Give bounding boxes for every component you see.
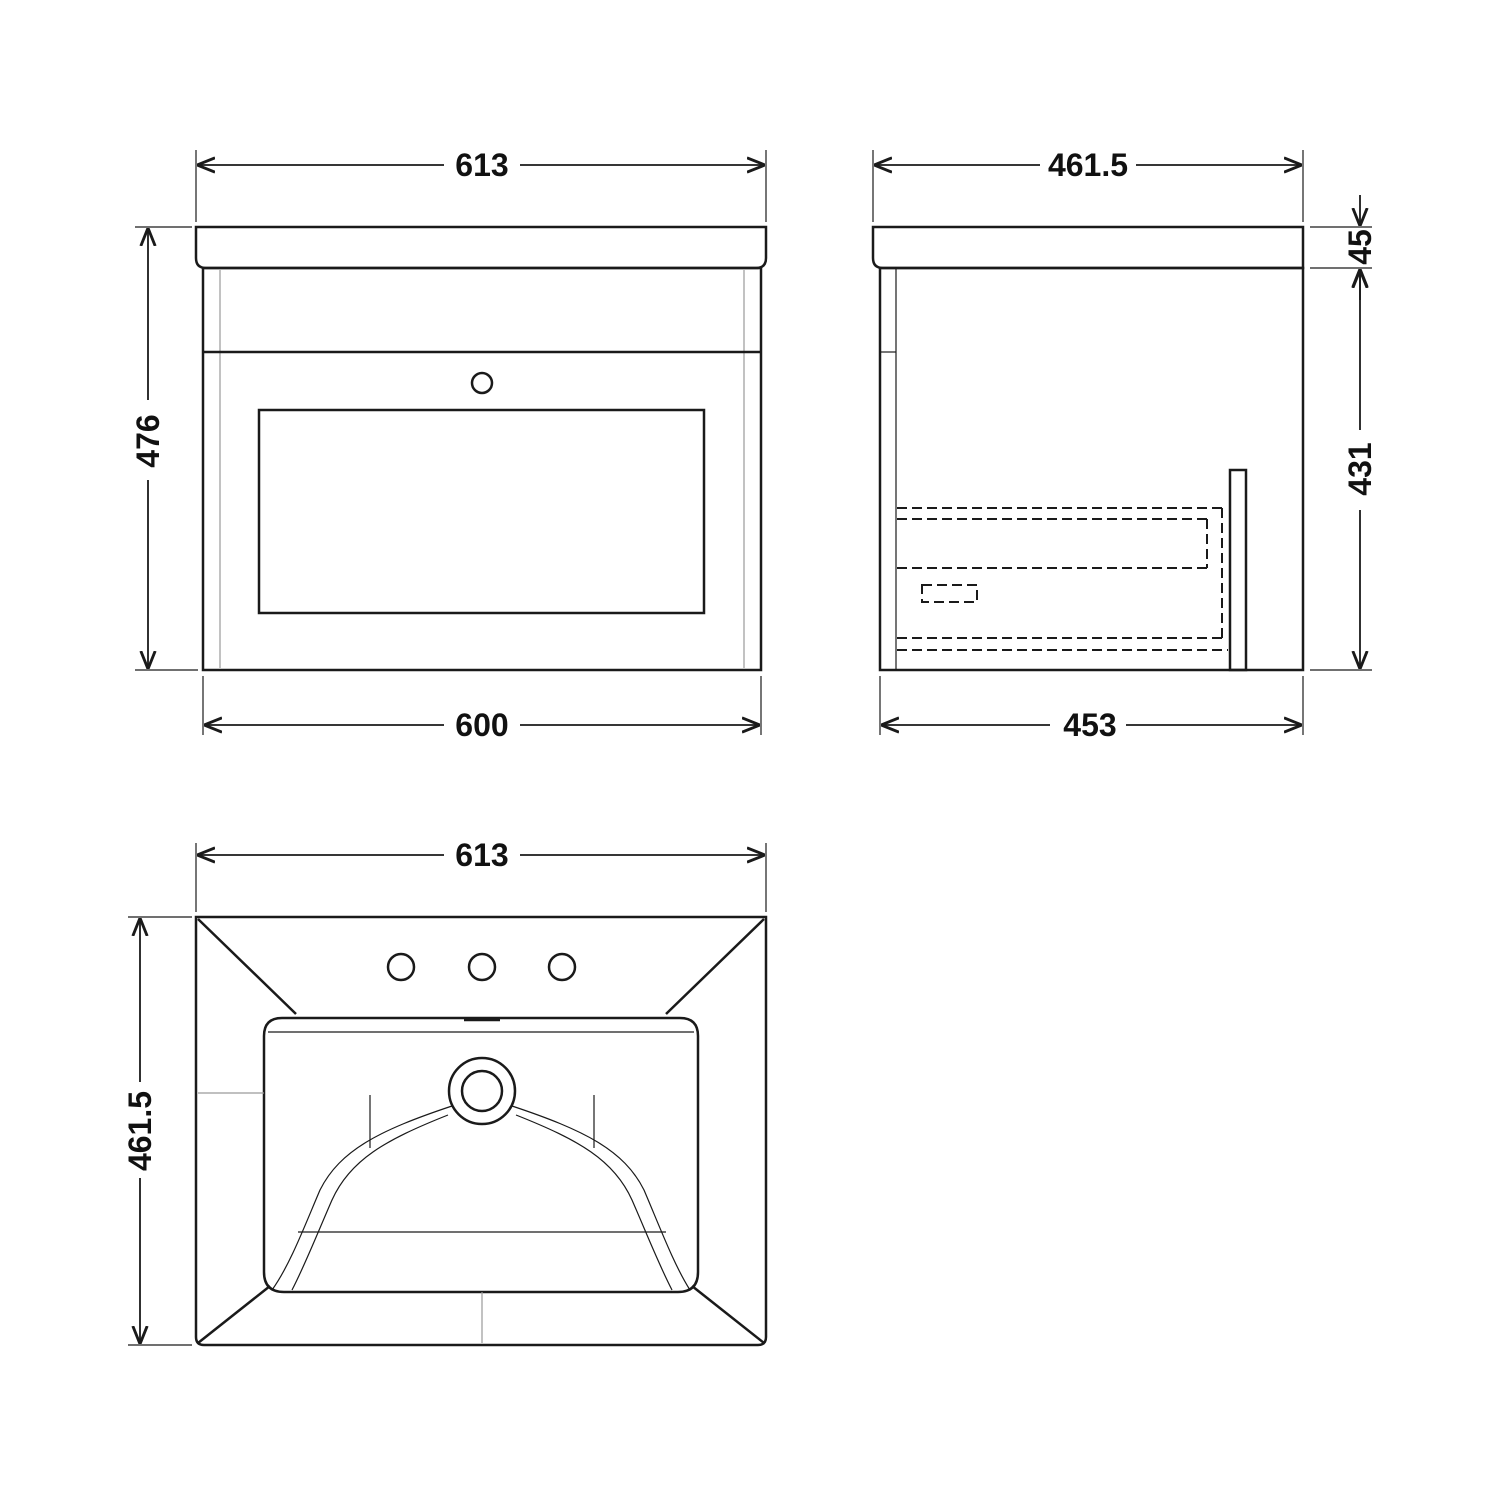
basin-outer-rim xyxy=(194,915,768,1347)
dim-side-basin-height: 45 xyxy=(1342,229,1378,265)
dim-side-cabinet-height: 431 xyxy=(1342,442,1378,495)
basin-inner-bowl xyxy=(262,1016,700,1294)
dim-side-bottom-depth: 453 xyxy=(1063,707,1116,743)
side-cabinet xyxy=(878,266,1305,672)
drawer-runner xyxy=(921,584,978,603)
tap-hole-left xyxy=(386,952,416,982)
tap-hole-center xyxy=(467,952,497,982)
front-view: 613 476 600 xyxy=(130,147,768,743)
dim-front-bottom-width: 600 xyxy=(455,707,508,743)
drawer-panel xyxy=(257,408,706,615)
dim-front-height: 476 xyxy=(130,414,166,467)
tap-hole-right xyxy=(547,952,577,982)
dim-side-top-depth: 461.5 xyxy=(1048,147,1128,183)
top-view: 613 461.5 xyxy=(122,837,768,1347)
back-rail xyxy=(1228,468,1248,672)
dim-front-top-width: 613 xyxy=(455,147,508,183)
dim-top-width: 613 xyxy=(455,837,508,873)
waste-outer xyxy=(447,1056,517,1126)
dim-top-depth: 461.5 xyxy=(122,1091,158,1171)
front-cabinet xyxy=(201,266,763,672)
waste-inner xyxy=(460,1069,504,1113)
side-view: 461.5 45 431 453 xyxy=(871,147,1378,743)
side-basin xyxy=(871,225,1305,270)
front-basin xyxy=(194,225,768,270)
drawer-handle xyxy=(470,371,494,395)
